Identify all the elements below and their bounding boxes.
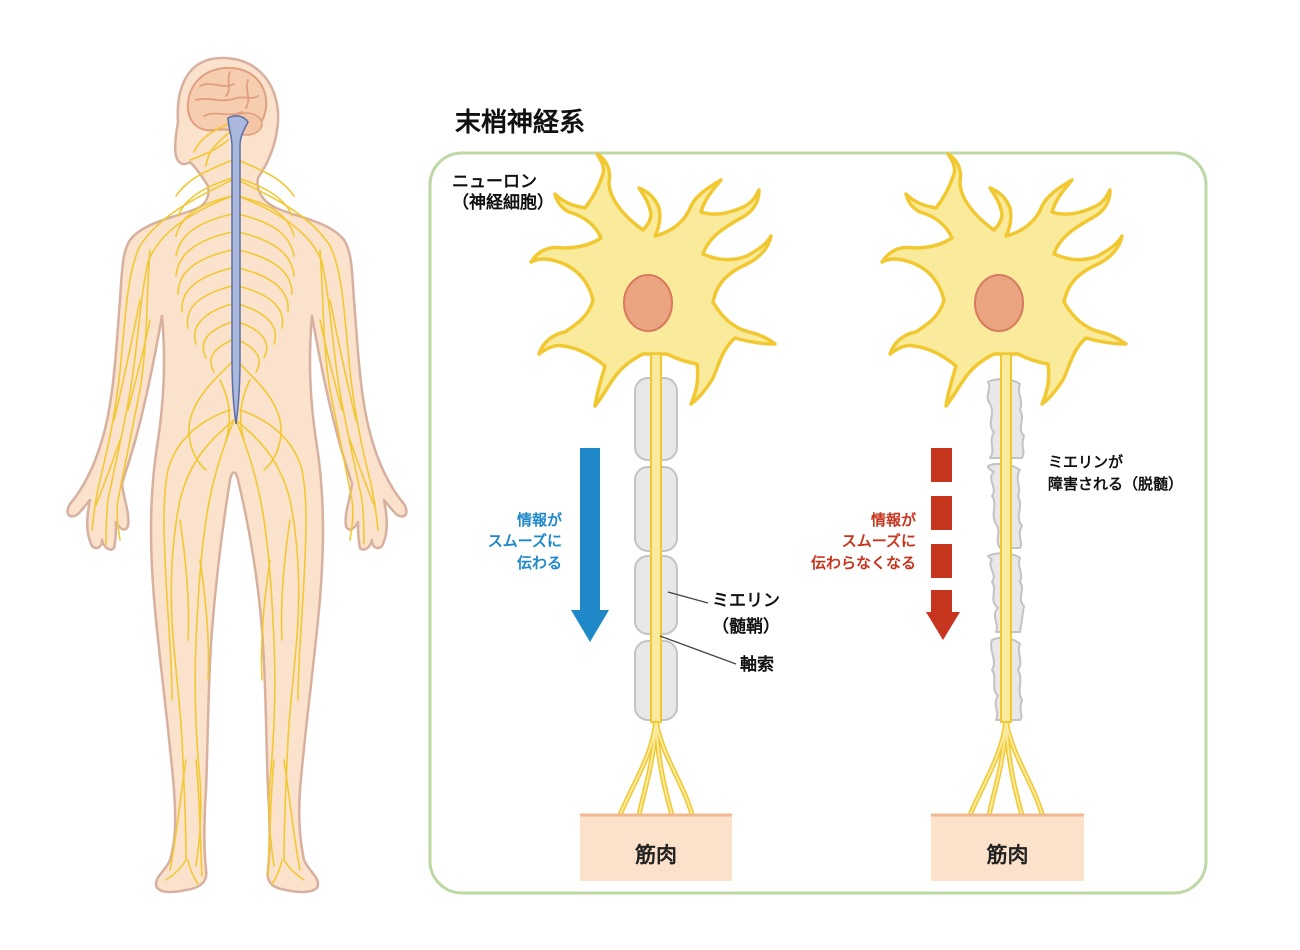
smooth-label-line-2: スムーズに xyxy=(487,532,562,551)
peripheral-nerves xyxy=(91,123,379,885)
impaired-label-line-3: 伝わらなくなる xyxy=(810,553,916,572)
demyelination-label-line-1: ミエリンが xyxy=(1048,453,1124,471)
axon-label: 軸索 xyxy=(740,655,774,675)
smooth-transmission-arrow xyxy=(571,448,609,642)
impaired-transmission-label: 情報が スムーズに 伝わらなくなる xyxy=(790,510,916,574)
diagram-title: 末梢神経系 xyxy=(455,108,586,138)
human-body-figure xyxy=(66,56,408,894)
healthy-neuron xyxy=(529,152,777,835)
myelin-label: ミエリン （髄鞘） xyxy=(712,588,780,641)
muscle-label-left: 筋肉 xyxy=(635,843,677,867)
muscle-block-right xyxy=(931,813,1084,881)
demyelination-label: ミエリンが 障害される（脱髄） xyxy=(1048,452,1183,496)
nucleus-damaged xyxy=(974,274,1024,332)
neuron-label-line-1: ニューロン xyxy=(452,172,537,192)
impaired-label-line-2: スムーズに xyxy=(841,532,916,551)
smooth-transmission-label: 情報が スムーズに 伝わる xyxy=(470,510,562,574)
nucleus xyxy=(623,274,673,332)
neuron-label: ニューロン （神経細胞） xyxy=(452,172,554,215)
axon-damaged xyxy=(1000,353,1012,723)
myelin-label-line-1: ミエリン xyxy=(712,591,780,611)
spinal-cord xyxy=(227,115,249,425)
impaired-transmission-arrow xyxy=(926,448,960,640)
impaired-label-line-1: 情報が xyxy=(870,511,916,529)
myelin-label-line-2: （髄鞘） xyxy=(712,617,780,638)
smooth-label-line-3: 伝わる xyxy=(516,553,562,572)
pns-panel-frame xyxy=(428,151,1208,895)
muscle-label-right: 筋肉 xyxy=(986,843,1029,867)
damaged-neuron xyxy=(880,152,1128,835)
axon xyxy=(650,353,662,723)
neuron-label-line-2: （神経細胞） xyxy=(452,193,554,214)
demyelination-label-line-2: 障害される（脱髄） xyxy=(1048,474,1184,493)
muscle-block-left xyxy=(580,813,732,881)
smooth-label-line-1: 情報が xyxy=(516,511,562,529)
